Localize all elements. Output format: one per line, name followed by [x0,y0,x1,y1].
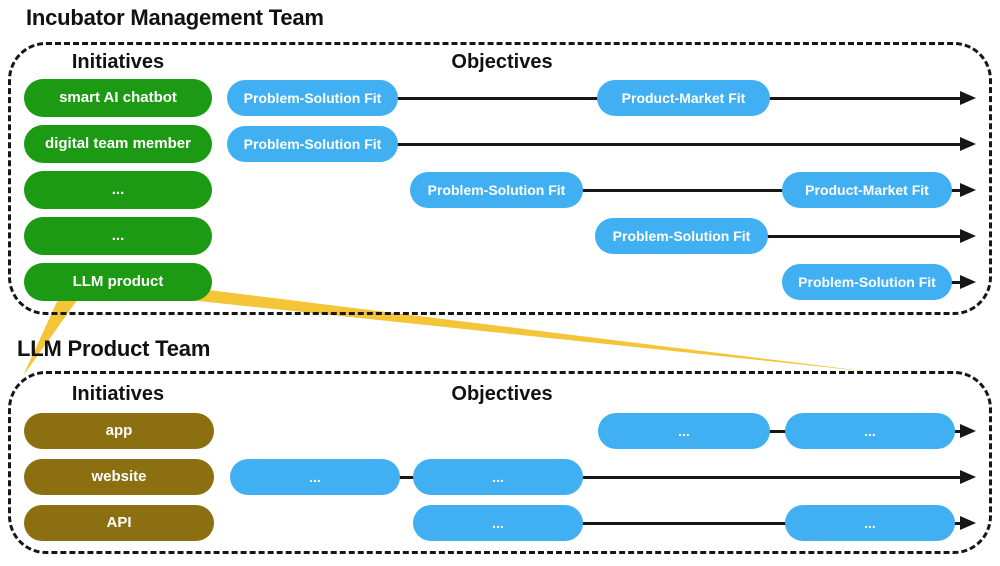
objective-pill: Problem-Solution Fit [782,264,952,300]
arrowhead-icon [960,183,976,197]
team1-panel [8,42,992,315]
objective-pill: Problem-Solution Fit [595,218,768,254]
objective-pill: ... [785,413,955,449]
initiative-pill: ... [24,217,212,255]
team2-objectives-heading: Objectives [451,383,553,405]
objective-pill: Product-Market Fit [782,172,952,208]
timeline-track [395,476,962,479]
timeline-track [578,522,962,525]
objective-pill: Problem-Solution Fit [227,80,398,116]
objective-pill: ... [413,459,583,495]
arrowhead-icon [960,424,976,438]
team1-title: Incubator Management Team [26,5,324,30]
arrowhead-icon [960,137,976,151]
initiative-pill: app [24,413,214,449]
arrowhead-icon [960,275,976,289]
team2-title: LLM Product Team [17,336,211,361]
objective-pill: ... [785,505,955,541]
arrowhead-icon [960,91,976,105]
initiative-pill: smart AI chatbot [24,79,212,117]
objective-pill: ... [413,505,583,541]
arrowhead-icon [960,229,976,243]
zoom-connector-left [23,282,90,376]
objective-pill: Problem-Solution Fit [227,126,398,162]
initiative-pill: API [24,505,214,541]
initiative-pill: website [24,459,214,495]
initiative-pill: digital team member [24,125,212,163]
objective-pill: ... [598,413,770,449]
team1-objectives-heading: Objectives [451,51,553,73]
team1-initiatives-heading: Initiatives [71,51,165,73]
initiative-pill: ... [24,171,212,209]
zoom-connector-right [160,284,872,372]
arrowhead-icon [960,470,976,484]
timeline-track [575,189,962,192]
initiative-pill-llm-product: LLM product [24,263,212,301]
team2-panel [8,371,992,554]
timeline-track [390,143,962,146]
objective-pill: Product-Market Fit [597,80,770,116]
timeline-track [945,281,962,284]
team2-initiatives-heading: Initiatives [71,383,165,405]
timeline-track [760,235,962,238]
objective-pill: Problem-Solution Fit [410,172,583,208]
objective-pill: ... [230,459,400,495]
arrowhead-icon [960,516,976,530]
